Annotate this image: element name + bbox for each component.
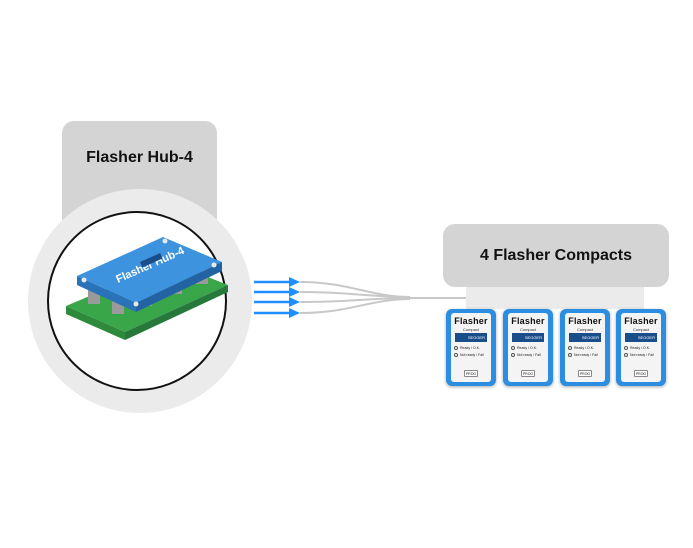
led-ready-icon xyxy=(454,346,458,350)
led-busy-icon xyxy=(511,353,515,357)
device-logo: SEGGER xyxy=(512,333,544,342)
led-ready-label: Ready / O.K. xyxy=(460,346,481,350)
led-busy-label: Not ready / Fail xyxy=(574,353,598,357)
device-logo: SEGGER xyxy=(625,333,657,342)
flasher-compact-3: Flasher Compact SEGGER Ready / O.K. Not … xyxy=(560,309,610,386)
flasher-compact-4: Flasher Compact SEGGER Ready / O.K. Not … xyxy=(616,309,666,386)
devices-bracket xyxy=(466,287,644,309)
prog-button: PROG xyxy=(464,370,478,377)
arrow-3 xyxy=(254,297,300,307)
led-ready-label: Ready / O.K. xyxy=(630,346,651,350)
prog-button: PROG xyxy=(521,370,535,377)
led-busy-label: Not ready / Fail xyxy=(630,353,654,357)
device-logo: SEGGER xyxy=(569,333,601,342)
flasher-compact-1: Flasher Compact SEGGER Ready / O.K. Not … xyxy=(446,309,496,386)
led-busy-icon xyxy=(568,353,572,357)
arrow-2 xyxy=(254,287,300,297)
led-busy-icon xyxy=(624,353,628,357)
device-subtitle: Compact xyxy=(462,327,479,332)
device-subtitle: Compact xyxy=(576,327,593,332)
led-ready-icon xyxy=(568,346,572,350)
compacts-label-box: 4 Flasher Compacts xyxy=(443,224,669,287)
led-ready-icon xyxy=(511,346,515,350)
device-title: Flasher xyxy=(511,316,545,326)
device-title: Flasher xyxy=(568,316,602,326)
device-title: Flasher xyxy=(624,316,658,326)
device-subtitle: Compact xyxy=(632,327,649,332)
hub-board-image: Flasher Hub-4 xyxy=(66,237,228,340)
hub-label: Flasher Hub-4 xyxy=(86,149,193,166)
prog-button: PROG xyxy=(578,370,592,377)
flasher-compact-2: Flasher Compact SEGGER Ready / O.K. Not … xyxy=(503,309,553,386)
arrows xyxy=(254,277,300,318)
led-busy-icon xyxy=(454,353,458,357)
led-ready-label: Ready / O.K. xyxy=(517,346,538,350)
led-ready-icon xyxy=(624,346,628,350)
prog-button: PROG xyxy=(634,370,648,377)
device-logo: SEGGER xyxy=(455,333,487,342)
led-ready-label: Ready / O.K. xyxy=(574,346,595,350)
led-busy-label: Not ready / Fail xyxy=(517,353,541,357)
arrow-1 xyxy=(254,277,300,287)
led-busy-label: Not ready / Fail xyxy=(460,353,484,357)
device-subtitle: Compact xyxy=(519,327,536,332)
arrow-4 xyxy=(254,308,300,318)
device-title: Flasher xyxy=(454,316,488,326)
compacts-label: 4 Flasher Compacts xyxy=(479,247,633,264)
